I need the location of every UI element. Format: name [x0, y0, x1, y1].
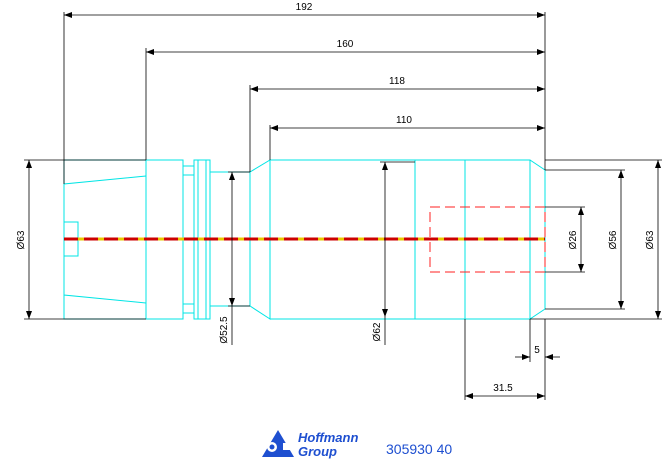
dimension-lines: [24, 12, 662, 400]
part-number: 305930 40: [386, 441, 452, 457]
dim-dia-right: Ø63: [645, 230, 656, 249]
logo-mark-icon: [262, 430, 294, 457]
dim-length-160: 160: [337, 39, 354, 50]
dim-dia-52-5: Ø52.5: [219, 316, 230, 344]
hoffmann-logo: Hoffmann Group: [262, 430, 358, 459]
dim-length-31-5: 31.5: [493, 383, 513, 394]
dim-dia-26: Ø26: [568, 230, 579, 249]
dim-length-118: 118: [389, 76, 405, 87]
logo-line-2: Group: [298, 444, 337, 459]
dim-step-5: 5: [534, 345, 540, 356]
logo-line-1: Hoffmann: [298, 430, 358, 445]
dim-dia-62: Ø62: [372, 322, 383, 341]
dim-overall-length: 192: [296, 2, 313, 13]
dim-length-110: 110: [396, 115, 412, 126]
dim-dia-left: Ø63: [16, 230, 27, 249]
dim-dia-56: Ø56: [608, 230, 619, 249]
